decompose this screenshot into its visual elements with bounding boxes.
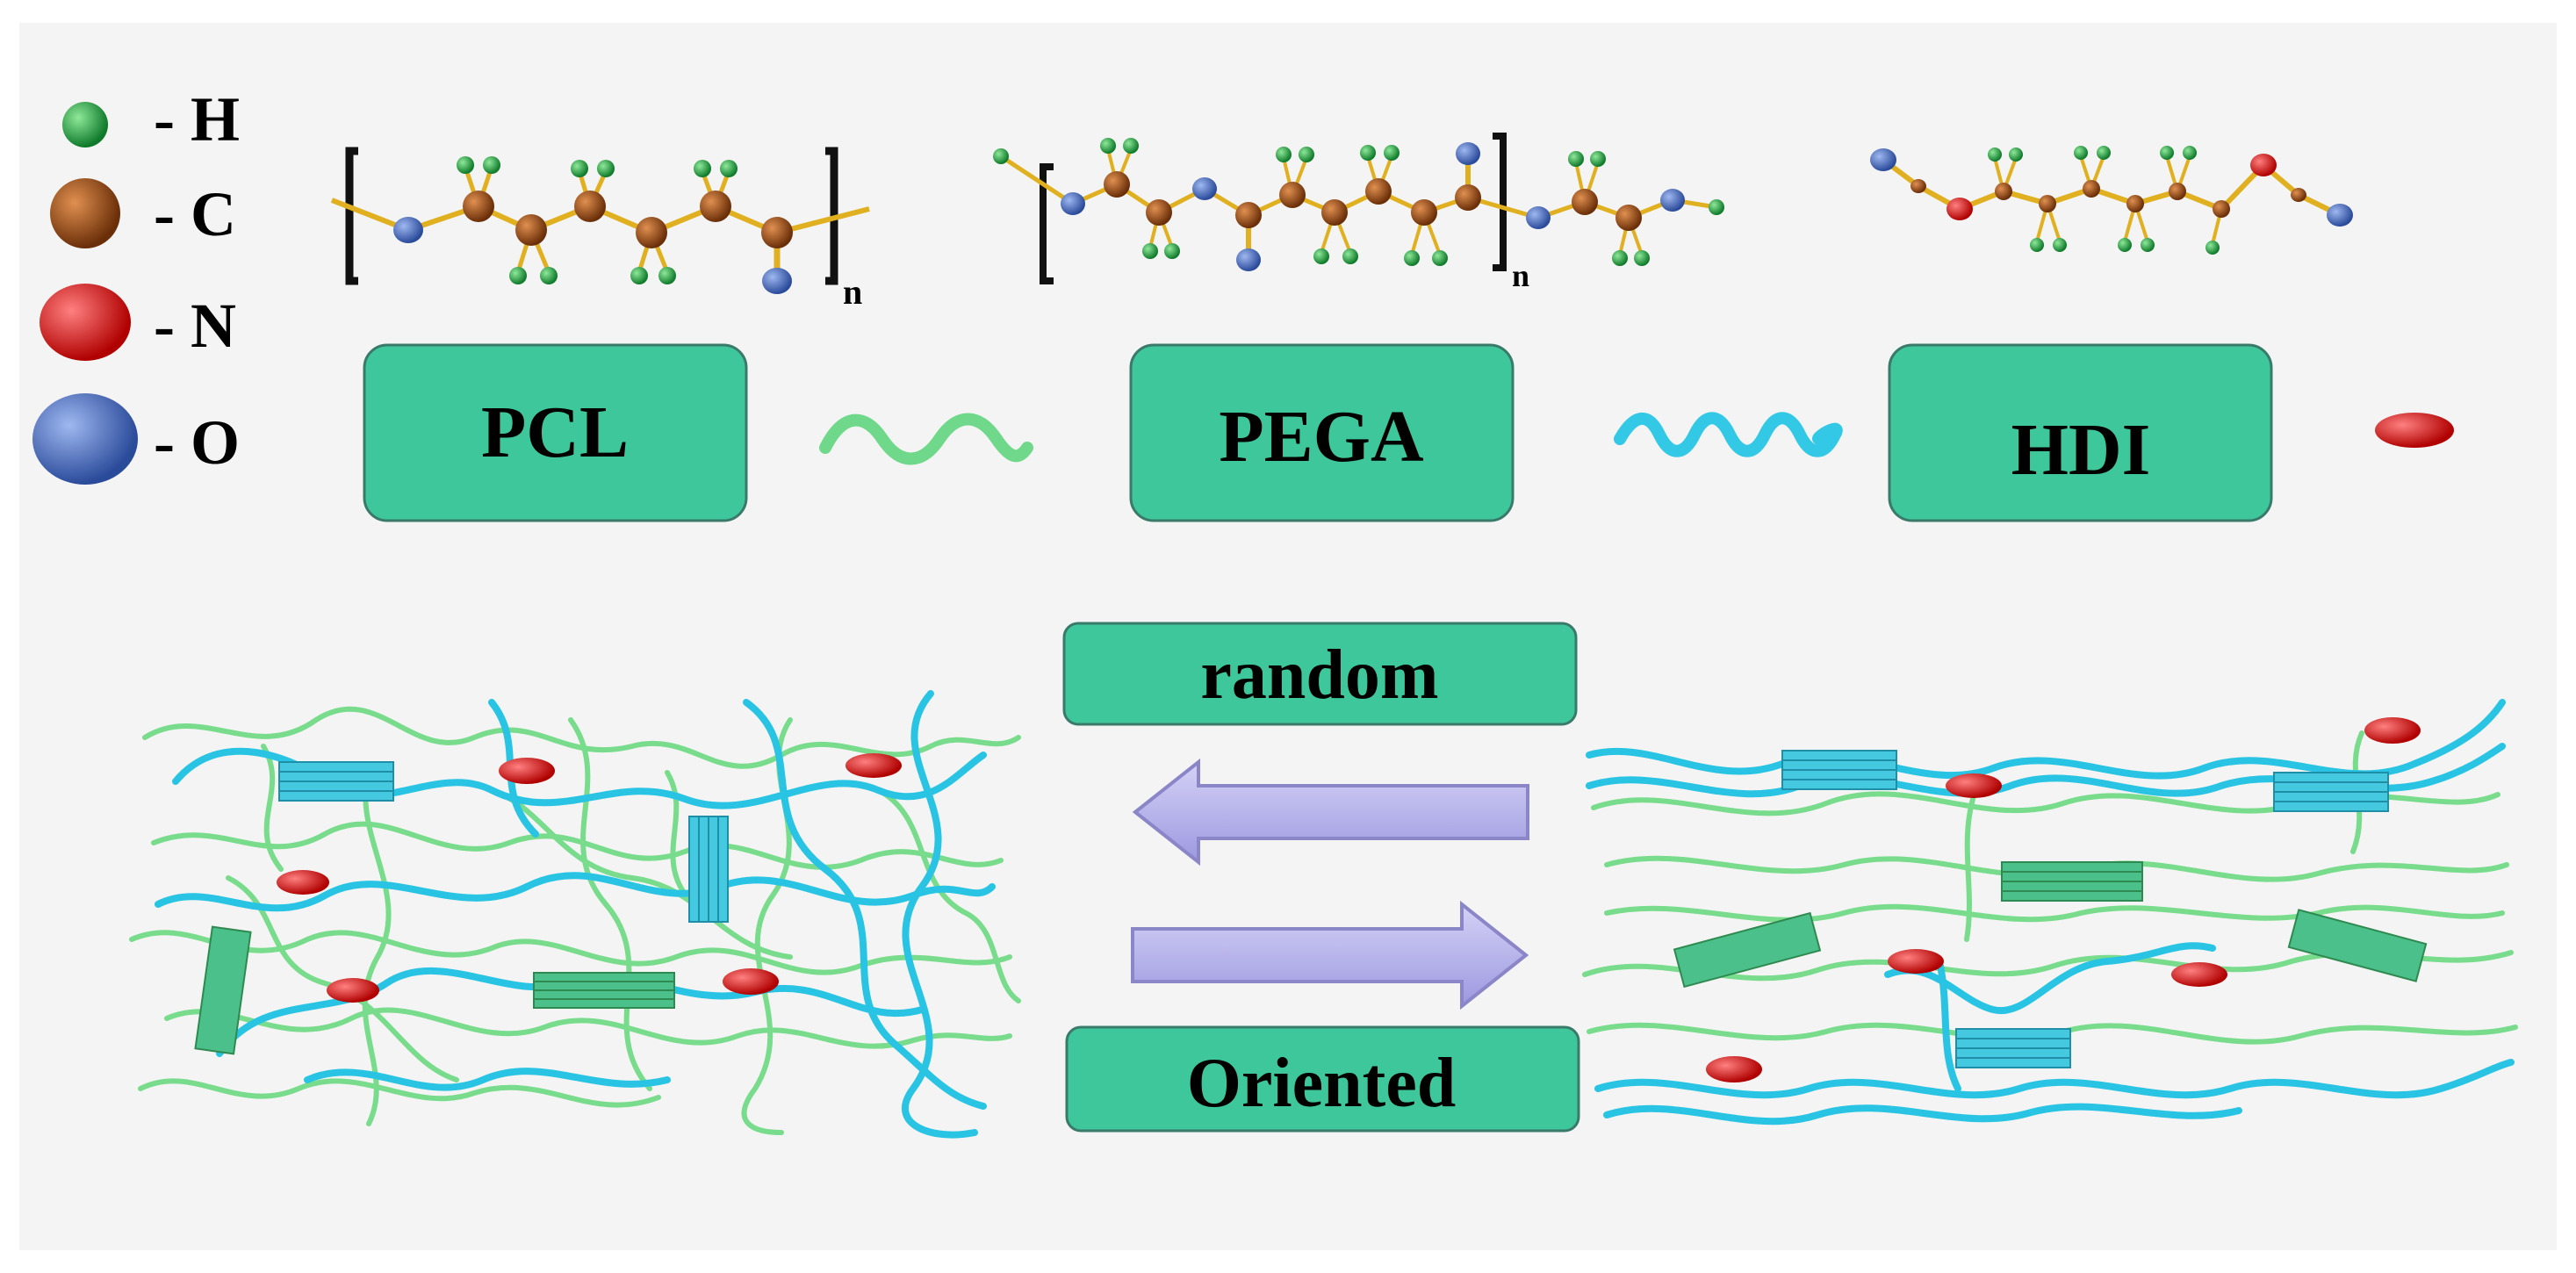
pcl-molecule: n (330, 147, 870, 312)
nitrogen-atom-icon (40, 284, 131, 361)
carbon-atom-icon (50, 178, 120, 248)
legend-label-n: - N (154, 291, 236, 361)
oriented-crystallite-3 (2001, 861, 2143, 902)
oriented-network (1582, 699, 2518, 1126)
oriented-label: Oriented (1187, 1045, 1457, 1122)
pcl-label: PCL (481, 392, 629, 473)
arrow-right-icon (1131, 900, 1529, 1010)
random-crystallite-2 (688, 816, 729, 923)
oriented-crystallite-4 (1673, 911, 1822, 989)
hdi-box (1888, 343, 2273, 522)
random-crystallite-4 (533, 972, 675, 1009)
pega-chain-icon (1614, 412, 1843, 457)
legend-label-o: - O (154, 407, 240, 478)
random-box (1062, 622, 1578, 726)
hdi-label: HDI (2011, 409, 2151, 491)
hdi-molecule (1870, 146, 2353, 255)
oriented-crystallite-2 (2273, 772, 2389, 812)
pega-label: PEGA (1219, 396, 1424, 478)
pcl-repeat-subscript: n (843, 272, 862, 312)
random-crystallite-3 (194, 925, 252, 1055)
pcl-chain-icon (819, 413, 1033, 465)
random-network (129, 690, 1021, 1139)
pega-box (1129, 343, 1515, 522)
oriented-box (1065, 1025, 1580, 1133)
hdi-marker-icon (2375, 413, 2454, 448)
pega-repeat-subscript: n (1512, 258, 1529, 293)
pcl-box (363, 343, 748, 522)
random-crystallite-1 (278, 761, 394, 802)
oriented-crystallite-6 (1955, 1028, 2071, 1068)
random-hdi-markers (277, 753, 902, 1003)
legend-label-h: - H (154, 84, 240, 155)
oriented-hdi-markers (1706, 717, 2421, 1082)
legend-label-c: - C (154, 179, 236, 249)
oriented-crystallite-5 (2287, 909, 2428, 982)
oriented-crystallite-1 (1781, 750, 1897, 790)
pega-molecule: n (993, 133, 1724, 293)
hydrogen-atom-icon (62, 102, 108, 147)
random-label: random (1200, 636, 1438, 714)
oxygen-atom-icon (32, 393, 138, 485)
arrow-left-icon (1132, 758, 1529, 867)
legend: - H - C - N - O (32, 84, 240, 485)
